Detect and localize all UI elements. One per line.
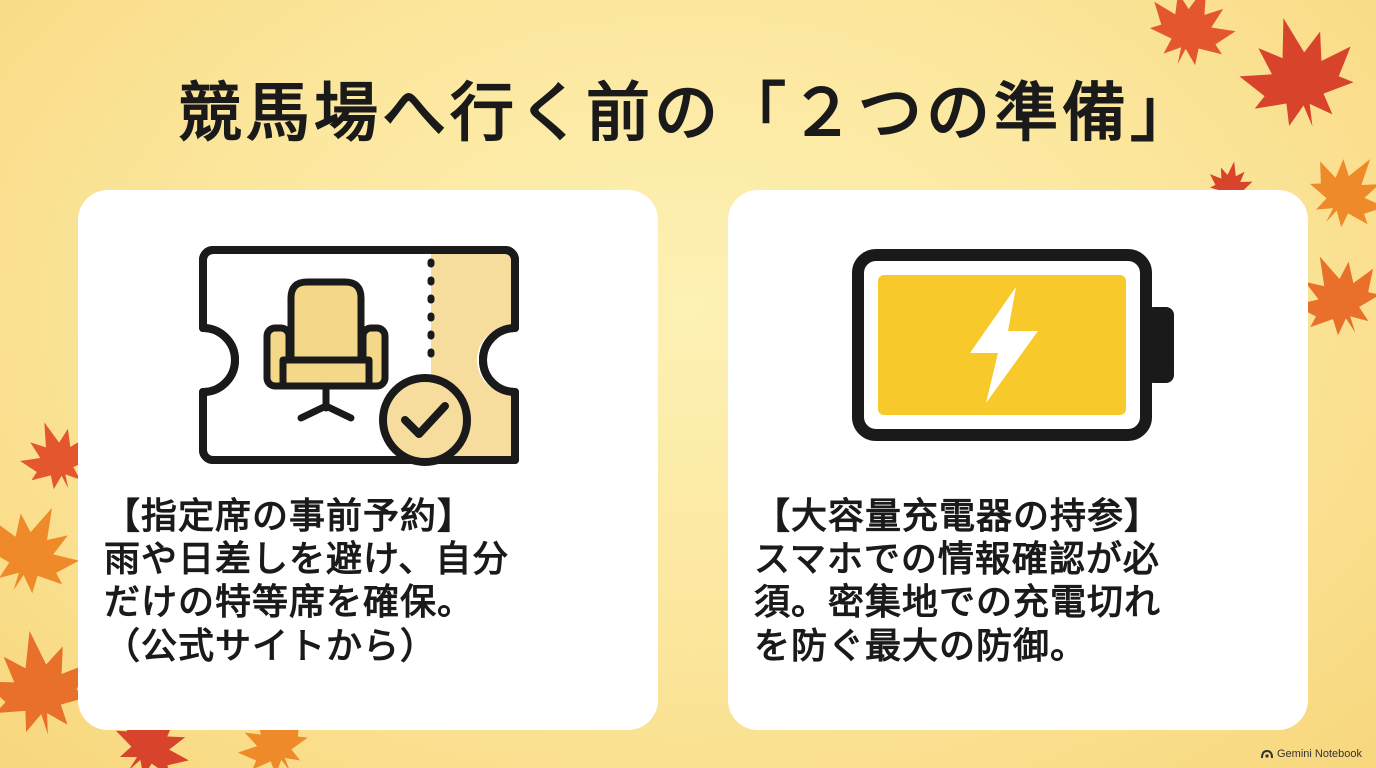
ticket-seat-check-icon: [199, 246, 519, 466]
battery-charging-icon: [852, 249, 1174, 441]
brand-watermark: Gemini Notebook: [1261, 748, 1362, 760]
portable-charger-text: 【大容量充電器の持参】 スマホでの情報確認が必 須。密集地での充電切れ を防ぐ最…: [754, 495, 1288, 668]
card-line: だけの特等席を確保。: [104, 582, 475, 624]
notebook-logo-icon: [1261, 749, 1273, 759]
card-line: （公式サイトから）: [104, 625, 438, 667]
card-line: スマホでの情報確認が必: [754, 539, 1160, 581]
card-line: を防ぐ最大の防御。: [754, 625, 1088, 667]
card-heading: 【指定席の事前予約】: [104, 496, 475, 537]
lightning-bolt-icon: [970, 287, 1038, 403]
reserved-seat-card: 【指定席の事前予約】 雨や日差しを避け、自分 だけの特等席を確保。 （公式サイト…: [78, 190, 658, 730]
card-heading: 【大容量充電器の持参】: [754, 496, 1162, 537]
card-line: 雨や日差しを避け、自分: [104, 539, 510, 581]
portable-charger-card: 【大容量充電器の持参】 スマホでの情報確認が必 須。密集地での充電切れ を防ぐ最…: [728, 190, 1308, 730]
page-title: 競馬場へ行く前の「２つの準備」: [178, 77, 1198, 151]
card-line: 須。密集地での充電切れ: [754, 582, 1162, 624]
reserved-seat-text: 【指定席の事前予約】 雨や日差しを避け、自分 だけの特等席を確保。 （公式サイト…: [104, 495, 638, 668]
brand-name: Gemini Notebook: [1277, 748, 1362, 760]
